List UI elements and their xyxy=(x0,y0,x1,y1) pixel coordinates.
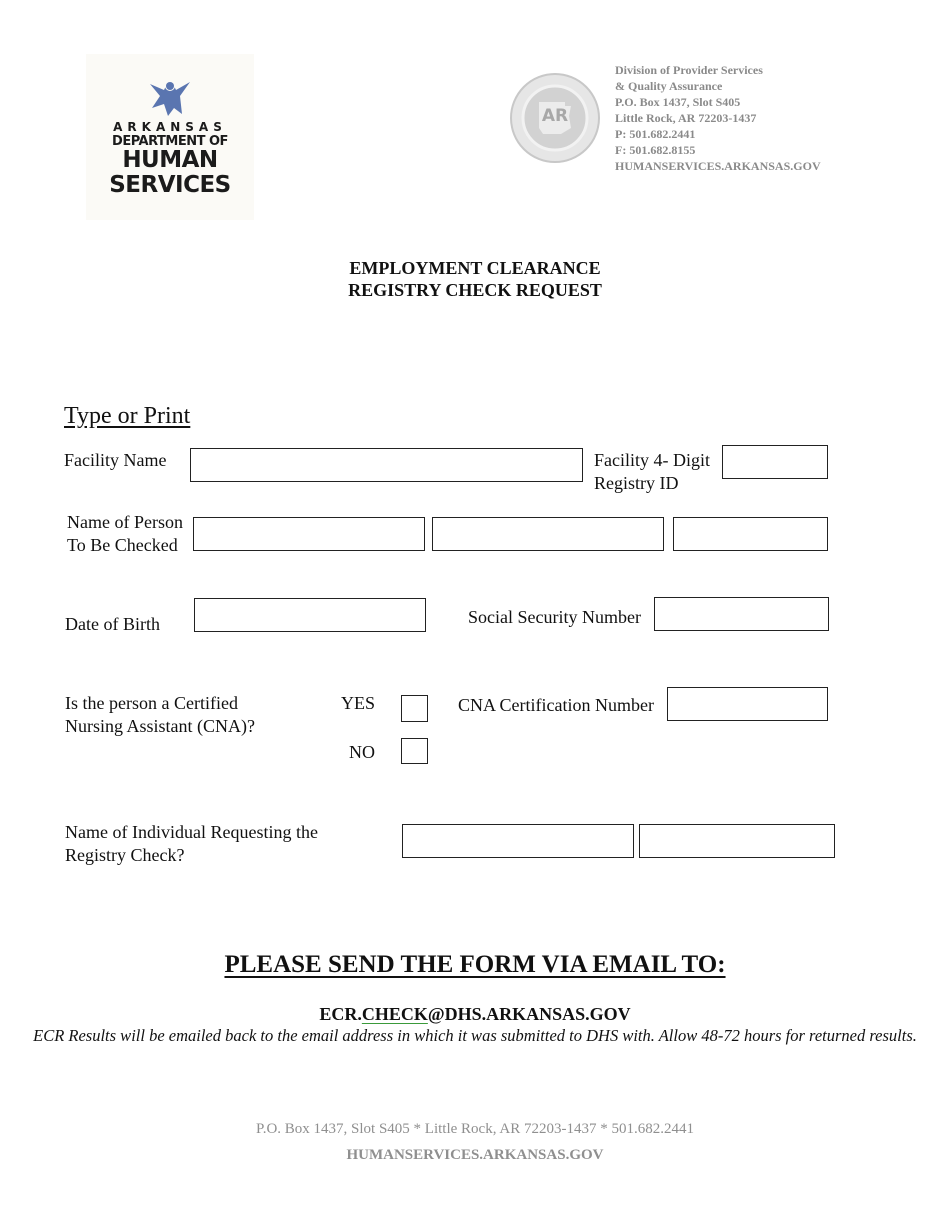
requester-label-line-1: Name of Individual Requesting the xyxy=(65,822,318,842)
dob-label: Date of Birth xyxy=(65,614,160,634)
yes-label: YES xyxy=(341,693,376,713)
cna-question-line-2: Nursing Assistant (CNA)? xyxy=(65,716,255,736)
cna-no-checkbox[interactable] xyxy=(401,738,428,764)
department-seal: AR xyxy=(509,72,601,164)
seal-label: AR xyxy=(541,106,569,126)
address-line: & Quality Assurance xyxy=(615,79,723,93)
footer-website: HUMANSERVICES.ARKANSAS.GOV xyxy=(346,1147,604,1163)
instruction-heading: Type or Print xyxy=(64,403,191,429)
person-last-name-field[interactable] xyxy=(673,517,828,551)
cna-yes-checkbox[interactable] xyxy=(401,695,428,722)
send-heading: PLEASE SEND THE FORM VIA EMAIL TO: xyxy=(0,949,950,981)
logo-arkansas: ARKANSAS xyxy=(113,120,227,134)
address-line: Division of Provider Services xyxy=(615,63,763,77)
facility-registry-id-field[interactable] xyxy=(722,445,828,479)
logo-department-of: DEPARTMENT OF xyxy=(112,134,228,149)
logo-human: HUMAN xyxy=(122,147,218,173)
title-line-2: REGISTRY CHECK REQUEST xyxy=(348,280,602,300)
ssn-label: Social Security Number xyxy=(468,607,641,627)
ssn-field[interactable] xyxy=(654,597,829,631)
address-line: Little Rock, AR 72203-1437 xyxy=(615,111,757,125)
email-prefix: ECR. xyxy=(319,1004,362,1024)
footer-address: P.O. Box 1437, Slot S405 * Little Rock, … xyxy=(256,1121,694,1137)
address-line: P.O. Box 1437, Slot S405 xyxy=(615,95,741,109)
address-line: F: 501.682.8155 xyxy=(615,143,696,157)
email-address: ECR.CHECK@DHS.ARKANSAS.GOV xyxy=(0,1003,950,1025)
person-name-label: Name of Person To Be Checked xyxy=(67,511,183,557)
cna-question-line-1: Is the person a Certified xyxy=(65,693,238,713)
email-link[interactable]: CHECK xyxy=(361,1004,428,1024)
title-line-1: EMPLOYMENT CLEARANCE xyxy=(349,258,601,278)
requester-last-name-field[interactable] xyxy=(639,824,835,858)
facility-id-label-line-2: Registry ID xyxy=(594,473,679,493)
send-heading-text: PLEASE SEND THE FORM VIA EMAIL TO: xyxy=(224,951,726,978)
person-name-label-line-2: To Be Checked xyxy=(67,535,178,555)
person-middle-name-field[interactable] xyxy=(432,517,664,551)
facility-id-label: Facility 4- Digit Registry ID xyxy=(594,449,710,495)
dhs-figure-icon xyxy=(150,81,190,116)
dhs-logo: ARKANSAS DEPARTMENT OF HUMAN SERVICES xyxy=(86,54,254,220)
dob-field[interactable] xyxy=(194,598,426,632)
requester-label: Name of Individual Requesting the Regist… xyxy=(65,821,318,867)
person-first-name-field[interactable] xyxy=(193,517,425,551)
logo-services: SERVICES xyxy=(109,172,231,198)
address-line: P: 501.682.2441 xyxy=(615,127,696,141)
person-name-label-line-1: Name of Person xyxy=(67,512,183,532)
form-title: EMPLOYMENT CLEARANCE REGISTRY CHECK REQU… xyxy=(0,257,950,301)
results-note: ECR Results will be emailed back to the … xyxy=(33,1026,917,1045)
cna-number-field[interactable] xyxy=(667,687,828,721)
cna-question: Is the person a Certified Nursing Assist… xyxy=(65,692,255,738)
requester-first-name-field[interactable] xyxy=(402,824,634,858)
requester-label-line-2: Registry Check? xyxy=(65,845,185,865)
division-address: Division of Provider Services & Quality … xyxy=(615,62,821,174)
no-label: NO xyxy=(349,742,375,762)
cna-number-label: CNA Certification Number xyxy=(458,695,654,715)
facility-name-field[interactable] xyxy=(190,448,583,482)
email-suffix: @DHS.ARKANSAS.GOV xyxy=(427,1004,631,1024)
facility-id-label-line-1: Facility 4- Digit xyxy=(594,450,710,470)
address-line: HUMANSERVICES.ARKANSAS.GOV xyxy=(615,159,821,173)
facility-name-label: Facility Name xyxy=(64,450,167,470)
